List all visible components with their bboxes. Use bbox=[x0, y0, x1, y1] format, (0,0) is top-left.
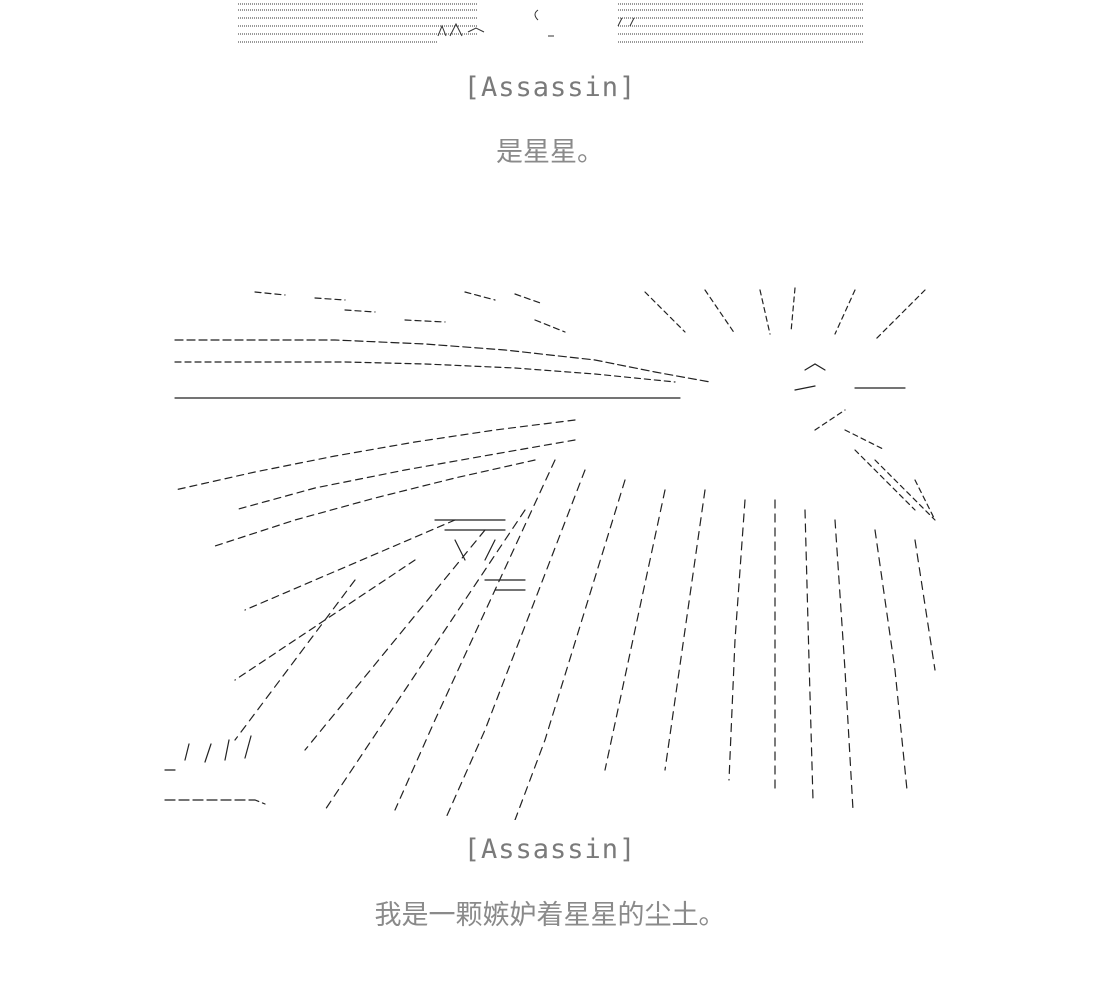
dialogue-line: 我是一颗嫉妒着星星的尘土。 bbox=[374, 900, 726, 931]
top-art-svg bbox=[238, 3, 864, 43]
ascii-art-starburst bbox=[164, 287, 936, 820]
speaker-label: [Assassin] bbox=[463, 72, 637, 103]
ascii-art-top-fragment bbox=[238, 0, 864, 48]
dialogue-line: 是星星。 bbox=[496, 137, 604, 168]
speaker-label: [Assassin] bbox=[463, 834, 637, 865]
